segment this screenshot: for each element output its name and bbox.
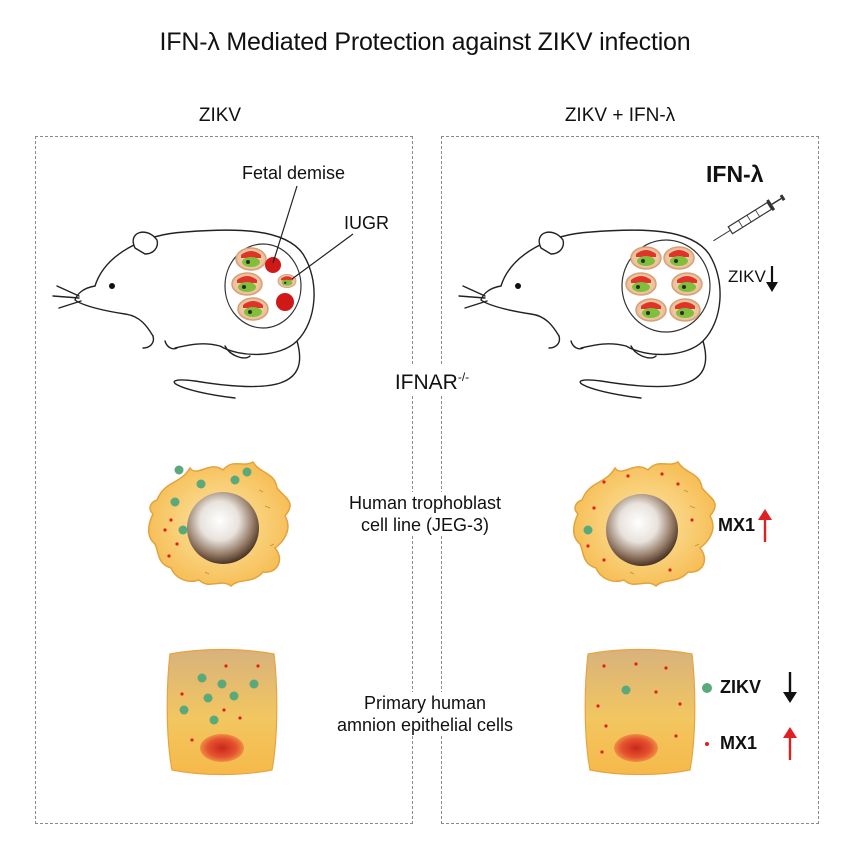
fetus [231, 272, 263, 296]
fetus [625, 272, 657, 296]
mx1-legend-dot [705, 742, 709, 746]
zikv-legend-label: ZIKV [720, 677, 762, 697]
amnion-cell-zikv-ifn [584, 648, 696, 776]
zikv-mouse-label: ZIKV [728, 267, 766, 286]
mouse-eye [109, 283, 115, 289]
mx1-legend-increase-arrow [783, 727, 797, 760]
fetal-demise-marker [276, 293, 294, 311]
mx1-legend-label: MX1 [720, 733, 758, 753]
fetus [235, 247, 267, 271]
amnion-label-line2: amnion epithelial cells [336, 715, 514, 735]
mouse-illustration-zikv [52, 185, 354, 399]
fetus [669, 298, 701, 322]
trophoblast-cell-zikv [148, 460, 291, 588]
amnion-label-line1: Primary human [363, 693, 487, 713]
mx1-cell-label: MX1 [718, 515, 756, 535]
fetus-iugr [277, 273, 297, 289]
mx1-increase-arrow [758, 509, 772, 542]
panel-heading-zikv-ifn: ZIKV + IFN-λ [564, 105, 676, 126]
fetal-demise-marker [265, 257, 281, 273]
mouse-eye [515, 283, 521, 289]
iugr-label: IUGR [344, 213, 389, 233]
zikv-decrease-arrow [766, 266, 778, 292]
panel-zikv [35, 136, 413, 824]
zikv-legend-dot [702, 683, 712, 693]
fetal-demise-label: Fetal demise [242, 163, 346, 183]
zikv-legend-decrease-arrow [783, 672, 797, 703]
ifnar-superscript: -/- [457, 370, 470, 384]
ifnar-knockout-label: IFNAR-/- [368, 366, 496, 394]
fetus [671, 272, 703, 296]
ifnar-label-text: IFNAR [394, 371, 458, 394]
fetus [635, 298, 667, 322]
trophoblast-label-line2: cell line (JEG-3) [360, 515, 490, 535]
fetus [663, 246, 695, 270]
fetus [630, 246, 662, 270]
trophoblast-cell-zikv-ifn [573, 460, 716, 588]
amnion-cell-zikv [166, 648, 278, 776]
panel-zikv-ifn [441, 136, 819, 824]
mouse-illustration-zikv-ifn [458, 194, 786, 399]
trophoblast-label-line1: Human trophoblast [348, 493, 502, 513]
figure-title: IFN-λ Mediated Protection against ZIKV i… [159, 28, 691, 56]
trophoblast-label: Human trophoblast cell line (JEG-3) [330, 492, 520, 536]
panel-heading-zikv: ZIKV [198, 105, 242, 126]
fetus [237, 297, 269, 321]
amnion-label: Primary human amnion epithelial cells [318, 692, 532, 736]
syringe-icon [713, 194, 786, 242]
ifn-lambda-treatment-label: IFN-λ [706, 161, 764, 187]
